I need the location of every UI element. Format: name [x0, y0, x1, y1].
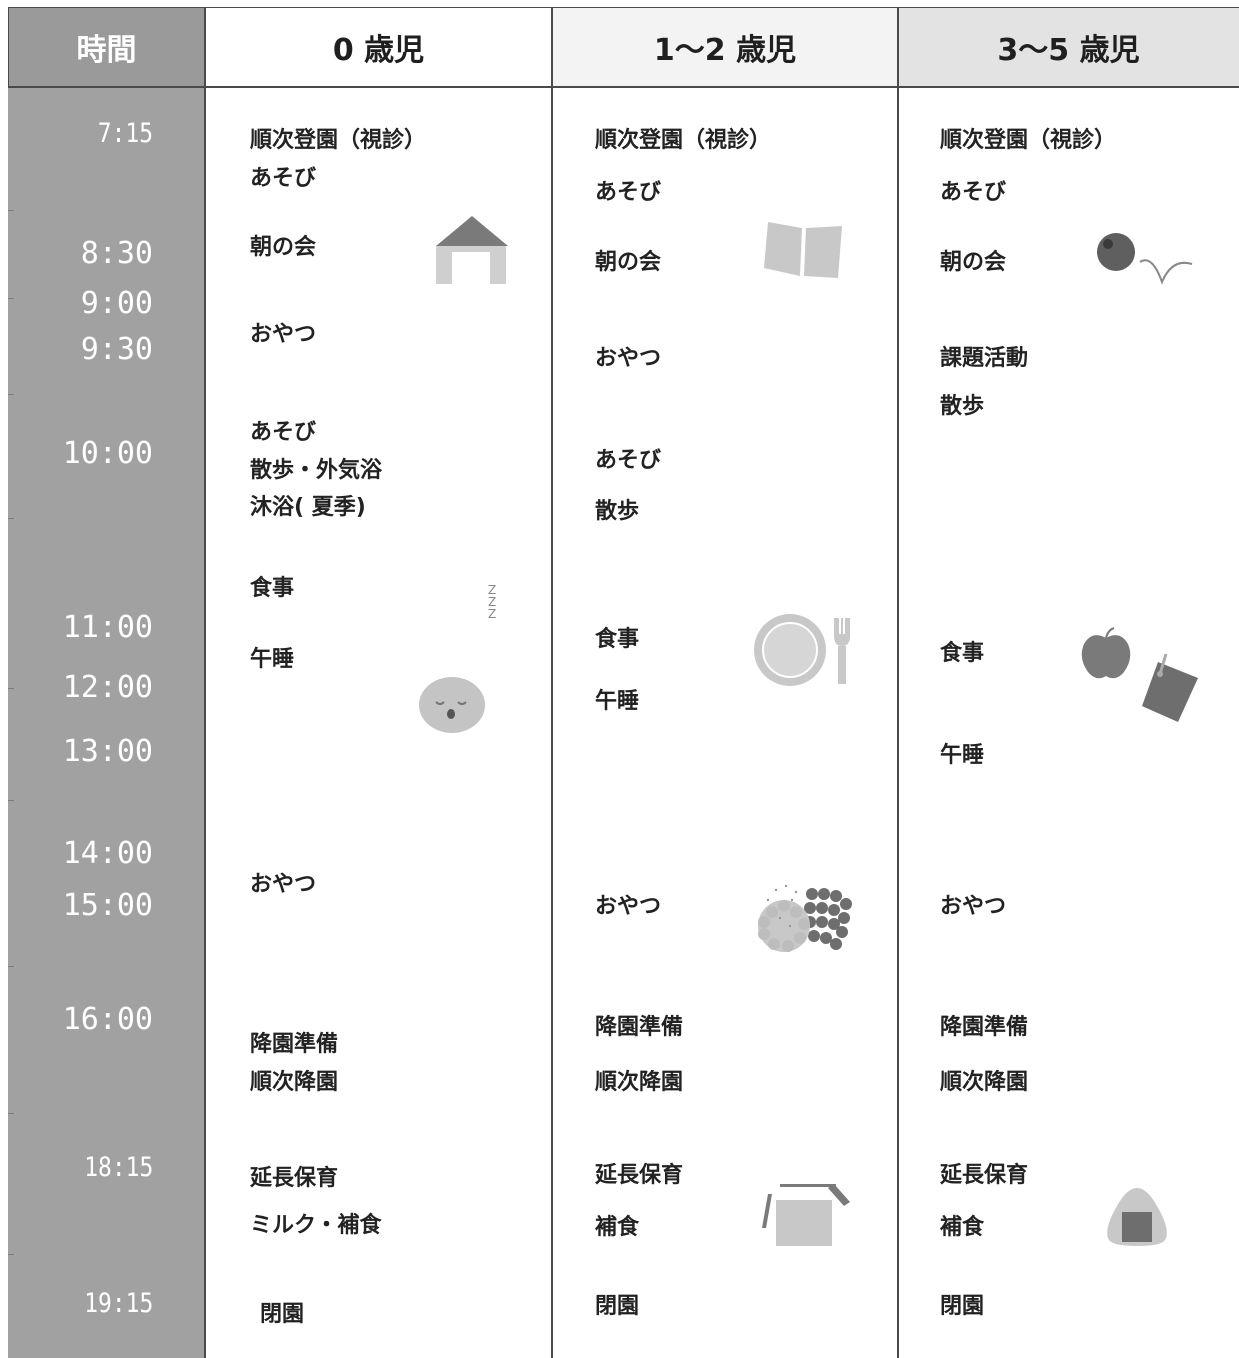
- rice-ball-icon: [1107, 1188, 1167, 1246]
- activity-item: 食事: [595, 627, 640, 652]
- plate-fork-icon: [754, 614, 850, 686]
- house-icon: [436, 216, 508, 284]
- activity-item: 散歩: [595, 499, 640, 524]
- activity-item: 朝の会: [940, 250, 1007, 275]
- activity-item: 朝の会: [595, 250, 662, 275]
- activity-item: あそび: [595, 180, 662, 205]
- activity-item: 延長保育: [250, 1166, 339, 1191]
- time-label: 13:00: [62, 734, 153, 769]
- activity-item: 降園準備: [595, 1015, 684, 1040]
- activity-item: 順次登園（視診）: [940, 128, 1117, 153]
- activity-item: おやつ: [250, 322, 317, 347]
- activity-item: 延長保育: [595, 1163, 684, 1188]
- header-age-0: 0 歳児: [205, 8, 552, 86]
- time-label: 12:00: [62, 670, 153, 705]
- time-label: 16:00: [62, 1002, 153, 1037]
- activity-item: 閉園: [595, 1294, 640, 1319]
- activity-item: 散歩: [940, 394, 985, 419]
- activity-item: 順次降園: [250, 1070, 339, 1095]
- zzz-icon: Z Z Z: [488, 583, 497, 621]
- header-divider: [8, 86, 1239, 88]
- column-divider: [551, 7, 553, 1358]
- activity-item: あそび: [940, 180, 1007, 205]
- header-time: 時間: [8, 8, 205, 86]
- time-tick: [8, 688, 14, 689]
- activity-item: 順次登園（視診）: [250, 128, 427, 153]
- crackers-icon: [758, 884, 852, 952]
- activity-item: 補食: [940, 1215, 985, 1240]
- table-border-left: [8, 7, 9, 88]
- activity-item: 午睡: [250, 647, 295, 672]
- time-tick: [8, 394, 14, 395]
- sleeping-face-icon: [419, 677, 485, 733]
- time-label: 10:00: [62, 436, 153, 471]
- time-tick: [8, 518, 14, 519]
- column-divider: [897, 7, 899, 1358]
- header-age-1-2: 1～2 歳児: [552, 8, 898, 86]
- activity-item: 降園準備: [250, 1032, 339, 1057]
- ball-icon: [1097, 233, 1193, 285]
- activity-item: おやつ: [250, 872, 317, 897]
- activity-item: 降園準備: [940, 1015, 1029, 1040]
- activity-item: 閉園: [940, 1294, 985, 1319]
- time-tick: [8, 1113, 14, 1114]
- time-tick: [8, 800, 14, 801]
- activity-item: おやつ: [940, 894, 1007, 919]
- time-label: 8:30: [80, 236, 153, 271]
- time-tick: [8, 1254, 14, 1255]
- time-label: 14:00: [62, 836, 153, 871]
- column-divider: [204, 7, 206, 1358]
- time-tick: [8, 966, 14, 967]
- activity-item: ミルク・補食: [250, 1213, 382, 1238]
- time-column: 7:15 8:30 9:00 9:30 10:00 11:00 12:00 13…: [8, 88, 205, 1358]
- table-border-top: [8, 7, 1239, 8]
- time-label: 7:15: [97, 118, 153, 149]
- activity-item: 閉園: [260, 1302, 305, 1327]
- activity-item: 朝の会: [250, 235, 317, 260]
- time-tick: [8, 210, 14, 211]
- activity-item: 午睡: [595, 689, 640, 714]
- activity-item: 順次降園: [595, 1070, 684, 1095]
- time-label: 9:00: [80, 286, 153, 321]
- book-icon: [764, 222, 842, 278]
- activity-item: 課題活動: [940, 346, 1029, 371]
- activity-item: あそび: [250, 166, 317, 191]
- time-label: 9:30: [80, 332, 153, 367]
- time-label: 18:15: [83, 1152, 153, 1183]
- activity-item: あそび: [250, 420, 317, 445]
- activity-item: 食事: [940, 641, 985, 666]
- activity-item: おやつ: [595, 894, 662, 919]
- bag-icon: [762, 1184, 850, 1246]
- time-label: 15:00: [62, 888, 153, 923]
- activity-item: 延長保育: [940, 1163, 1029, 1188]
- time-label: 19:15: [83, 1288, 153, 1319]
- notebook-icon: [1142, 653, 1198, 722]
- apple-icon: [1081, 627, 1131, 679]
- activity-item: 補食: [595, 1215, 640, 1240]
- activity-item: 沐浴( 夏季): [250, 495, 366, 520]
- time-label: 11:00: [62, 610, 153, 645]
- activity-item: 順次降園: [940, 1070, 1029, 1095]
- activity-item: 散歩・外気浴: [250, 458, 383, 483]
- time-tick: [8, 298, 14, 299]
- activity-item: 順次登園（視診）: [595, 128, 772, 153]
- activity-item: あそび: [595, 448, 662, 473]
- activity-item: 食事: [250, 576, 295, 601]
- activity-item: おやつ: [595, 346, 662, 371]
- header-age-3-5: 3～5 歳児: [898, 8, 1239, 86]
- activity-item: 午睡: [940, 743, 985, 768]
